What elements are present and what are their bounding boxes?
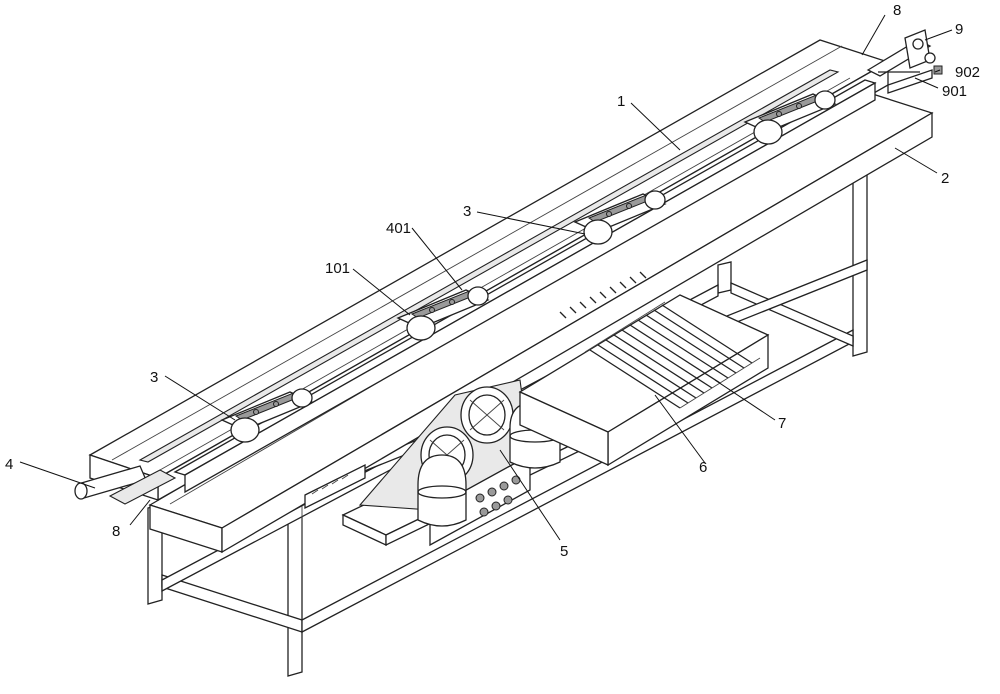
clamp-unit-2 bbox=[396, 286, 490, 341]
coil-rack bbox=[584, 301, 761, 409]
label-8-upper: 8 bbox=[893, 2, 901, 19]
reference-labels: 1 2 3 3 4 5 6 7 8 8 9 101 401 901 902 bbox=[5, 2, 980, 560]
label-1: 1 bbox=[617, 93, 625, 110]
label-3-upper: 3 bbox=[463, 203, 471, 220]
label-6: 6 bbox=[699, 459, 707, 476]
label-401: 401 bbox=[386, 220, 411, 237]
vent-slots bbox=[304, 271, 647, 510]
leader-lines bbox=[19, 14, 953, 541]
label-5: 5 bbox=[560, 543, 568, 560]
cooling-tank bbox=[518, 294, 770, 467]
label-9: 9 bbox=[955, 21, 963, 38]
label-902: 902 bbox=[955, 64, 980, 81]
clamp-unit-1 bbox=[220, 388, 314, 443]
clamp-unit-3 bbox=[573, 190, 667, 245]
clamp-unit-4 bbox=[743, 90, 837, 145]
label-3-lower: 3 bbox=[150, 369, 158, 386]
label-8-lower: 8 bbox=[112, 523, 120, 540]
label-101: 101 bbox=[325, 260, 350, 277]
water-trough bbox=[148, 89, 934, 554]
label-901: 901 bbox=[942, 83, 967, 100]
label-4: 4 bbox=[5, 456, 13, 473]
label-7: 7 bbox=[778, 415, 786, 432]
main-channel bbox=[88, 39, 890, 502]
end-bracket bbox=[866, 29, 943, 94]
label-2: 2 bbox=[941, 170, 949, 187]
